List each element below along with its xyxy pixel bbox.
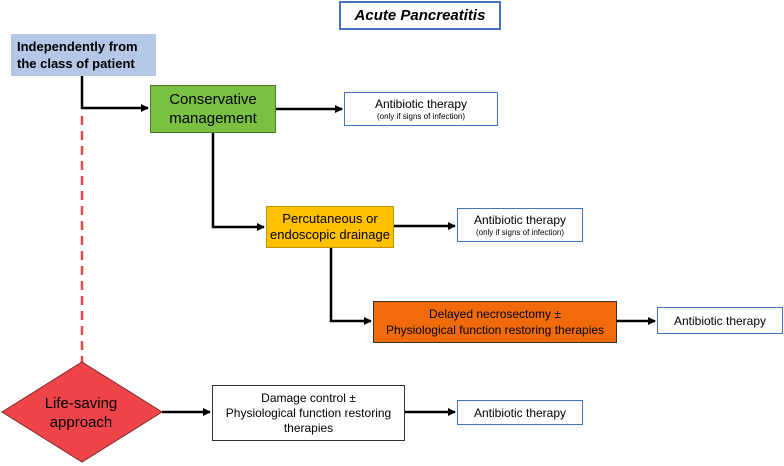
percutaneous-line1: Percutaneous or — [282, 211, 378, 226]
arrow-percutaneous-to-delayed — [329, 248, 372, 325]
delayed-necrosectomy-node: Delayed necrosectomy ± Physiological fun… — [373, 301, 617, 343]
delayed-line1: Delayed necrosectomy ± — [429, 307, 561, 321]
independent-line2: the class of patient — [17, 56, 135, 71]
arrow-independent-to-conservative — [80, 76, 149, 112]
conservative-line2: management — [169, 110, 257, 127]
damage-line2: Physiological function restoring — [225, 405, 392, 420]
life-saving-diamond — [1, 361, 163, 463]
percutaneous-line2: endoscopic drainage — [270, 227, 390, 242]
delayed-line2: Physiological function restoring therapi… — [385, 323, 605, 337]
damage-control-node: Damage control ± Physiological function … — [212, 385, 405, 441]
damage-line3: therapies — [283, 420, 334, 435]
life-saving-node: Life-saving approach — [0, 374, 162, 452]
antibiotic-note: (only if signs of infection) — [376, 111, 466, 121]
life-saving-line1: Life-saving — [44, 395, 118, 412]
arrow-conservative-to-percutaneous — [211, 133, 265, 231]
antibiotic-note: (only if signs of infection) — [475, 227, 565, 237]
antibiotic-label: Antibiotic therapy — [374, 96, 468, 111]
diagram-title: Acute Pancreatitis — [339, 1, 501, 30]
antibiotic-conditional-node-1: Antibiotic therapy (only if signs of inf… — [344, 92, 498, 126]
independent-node: Independently from the class of patient — [11, 34, 156, 76]
title-text: Acute Pancreatitis — [354, 7, 486, 24]
antibiotic-label: Antibiotic therapy — [473, 212, 567, 227]
independent-line1: Independently from — [17, 39, 138, 54]
antibiotic-label: Antibiotic therapy — [473, 405, 567, 420]
life-saving-line2: approach — [49, 414, 113, 431]
conservative-management-node: Conservative management — [150, 85, 276, 133]
antibiotic-label: Antibiotic therapy — [673, 313, 767, 328]
conservative-line1: Conservative — [169, 91, 257, 108]
antibiotic-conditional-node-2: Antibiotic therapy (only if signs of inf… — [457, 208, 583, 242]
antibiotic-node-3: Antibiotic therapy — [657, 307, 783, 334]
damage-line1: Damage control ± — [261, 390, 356, 405]
percutaneous-drainage-node: Percutaneous or endoscopic drainage — [266, 206, 394, 248]
antibiotic-node-4: Antibiotic therapy — [457, 400, 583, 425]
